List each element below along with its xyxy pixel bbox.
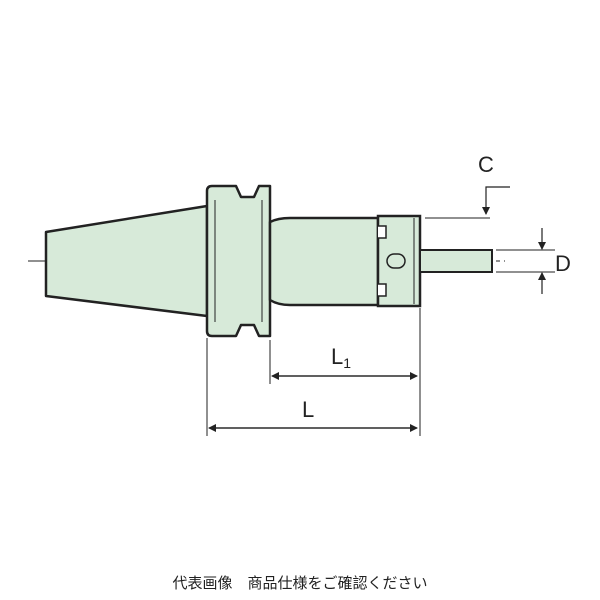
c-label: C	[478, 152, 494, 177]
nut-slot-top	[378, 225, 387, 239]
l1-label: L1	[331, 344, 351, 371]
taper-shank	[44, 204, 209, 318]
image-caption: 代表画像 商品仕様をご確認ください	[172, 574, 428, 592]
d-label: D	[555, 251, 571, 276]
tool-shank	[419, 249, 493, 273]
nut-slot-center	[386, 253, 406, 269]
l-label: L	[302, 397, 314, 422]
flange	[205, 184, 272, 338]
holder-body	[268, 216, 380, 307]
c-leader	[482, 186, 510, 215]
nut-slot-bottom	[378, 283, 387, 297]
